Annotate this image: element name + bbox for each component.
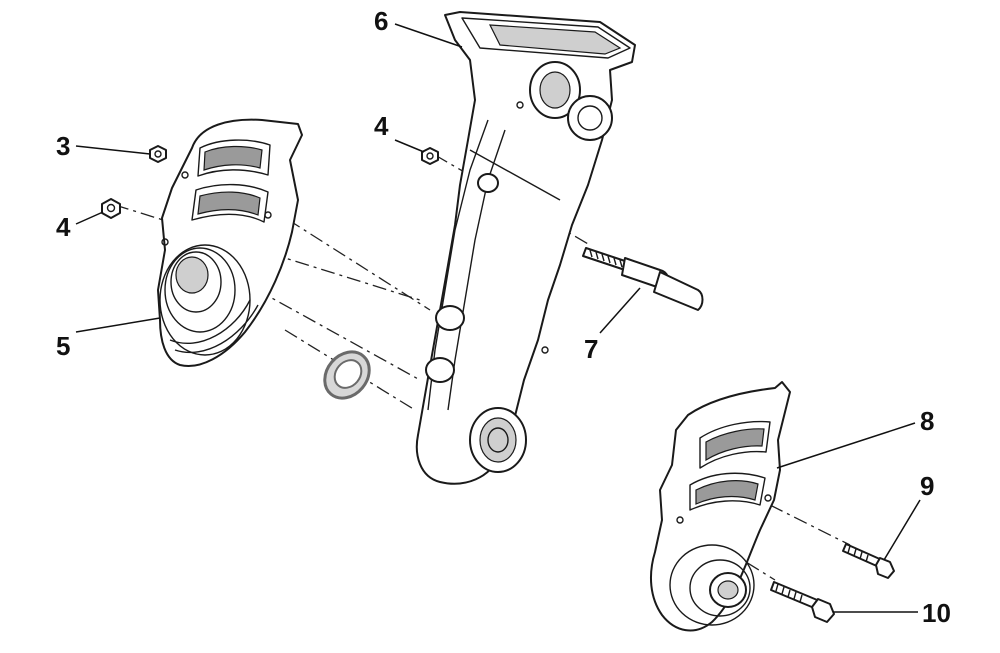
callout-4-right: 4	[374, 111, 389, 141]
oil-seal-ring	[323, 350, 371, 400]
nut-4-left	[101, 198, 121, 219]
callout-labels: 3 4 4 5 6 7 8 9 10	[56, 6, 951, 628]
nut-3	[149, 145, 167, 163]
callout-4-left: 4	[56, 212, 71, 242]
callout-10: 10	[922, 598, 951, 628]
bolt-9	[842, 543, 895, 579]
callout-3: 3	[56, 131, 70, 161]
callout-6: 6	[374, 6, 388, 36]
bolt-10	[770, 581, 835, 623]
callout-5: 5	[56, 331, 70, 361]
callout-7: 7	[584, 334, 598, 364]
callout-8: 8	[920, 406, 934, 436]
leader-lines	[75, 23, 921, 613]
nut-4-right	[421, 147, 439, 165]
callout-9: 9	[920, 471, 934, 501]
timing-case-housing	[415, 11, 636, 485]
inner-timing-cover	[157, 118, 303, 367]
stud-pin	[582, 247, 704, 311]
outer-timing-cover	[650, 381, 791, 632]
